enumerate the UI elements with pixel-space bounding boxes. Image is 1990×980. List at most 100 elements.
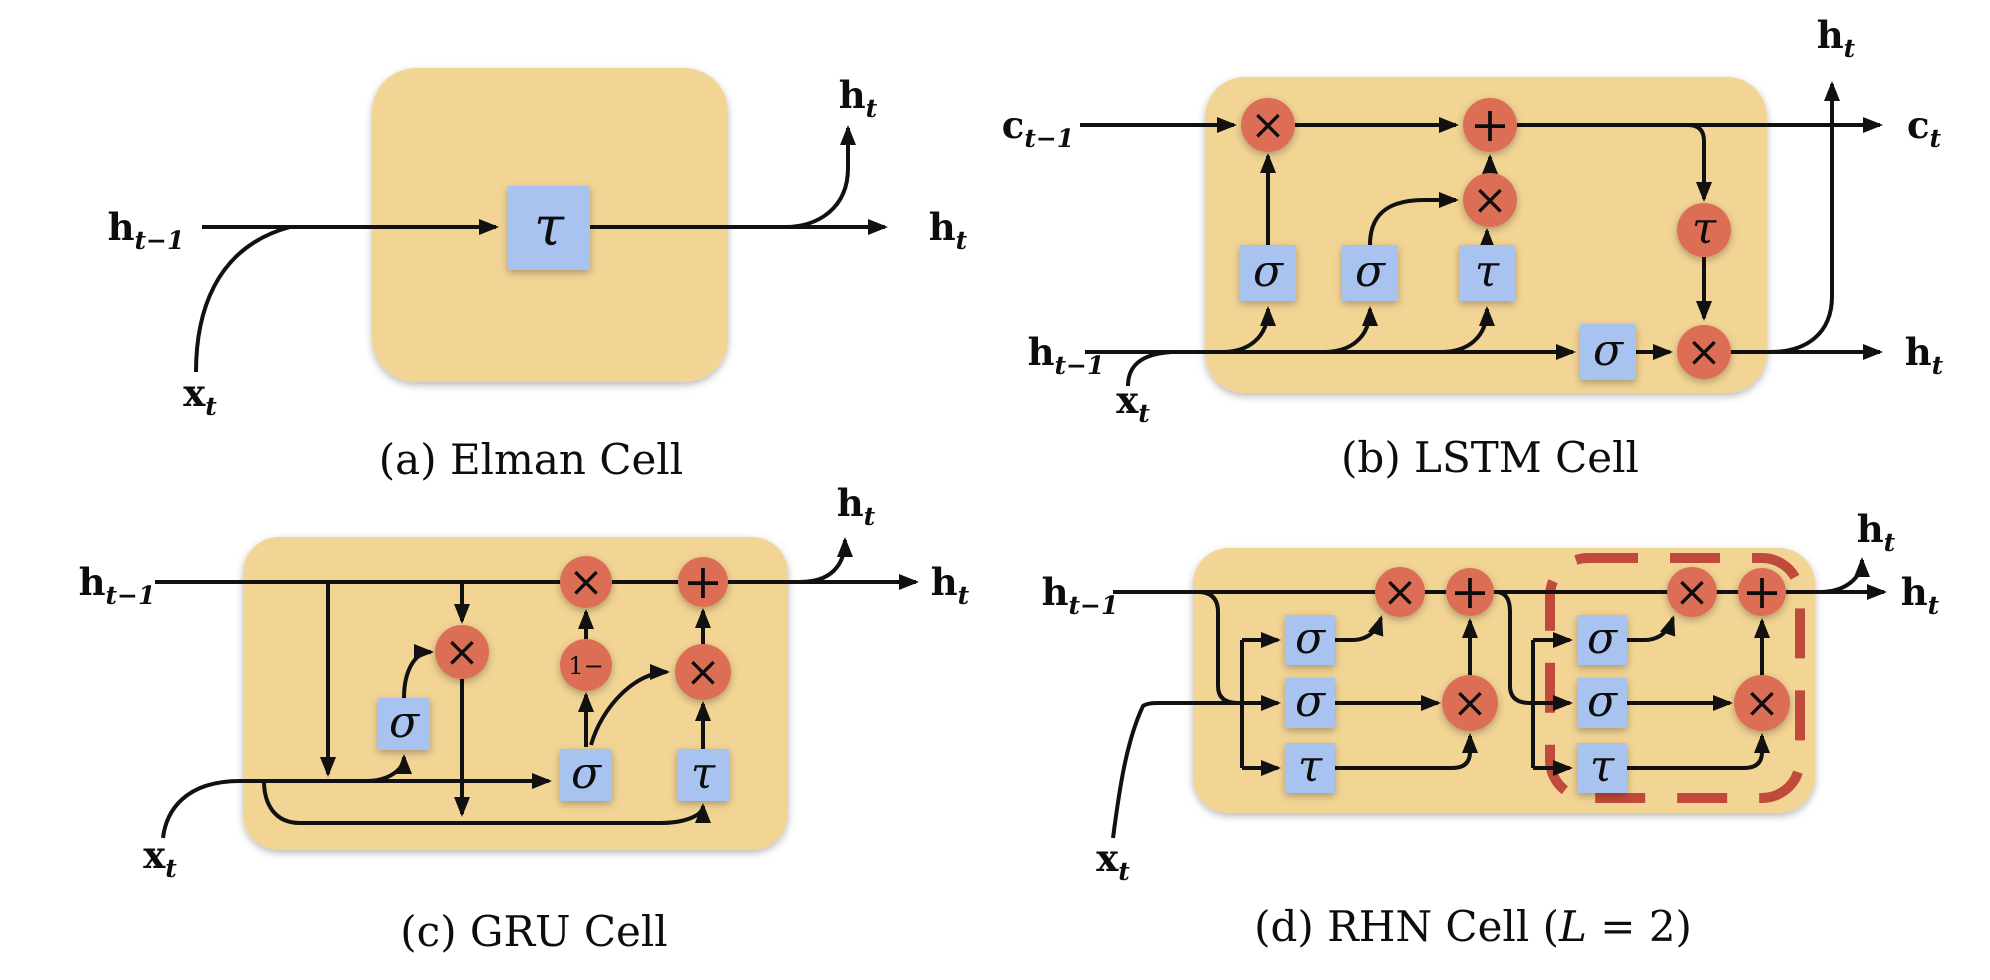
- rhn-io-labels: ht−1 xt ht ht: [1042, 507, 1940, 886]
- rhn-h-out-label: ht: [1901, 570, 1940, 620]
- panel-gru: σ σ τ × + × 1− × ht−1 xt ht ht (c) GRU C…: [79, 481, 970, 956]
- gru-gate-boxes: σ σ τ: [378, 697, 729, 801]
- gru-one-minus-node: [560, 639, 612, 691]
- rhn-l2-carry-sigma-label: σ: [1587, 613, 1619, 664]
- gru-connections: [155, 537, 919, 839]
- rhn-l1-transform-multiply-node: [1442, 675, 1498, 731]
- gru-add-label: +: [683, 554, 723, 610]
- gru-reset-multiply-node: [435, 625, 489, 679]
- lstm-candidate-tau-label: τ: [1475, 246, 1500, 297]
- gru-candidate-multiply-node: [675, 644, 731, 700]
- rhn-l2-multiply-label: ×: [1674, 567, 1709, 616]
- lstm-h-out-top-label: ht: [1817, 13, 1856, 63]
- lstm-output-tau-label: τ: [1692, 203, 1717, 254]
- rhn-l1-transform-sigma-box: [1285, 678, 1335, 728]
- lstm-output-sigma-label: σ: [1593, 325, 1625, 376]
- rhn-l2-transform-sigma-label: σ: [1587, 676, 1619, 727]
- lstm-output-sigma-box: [1580, 324, 1636, 380]
- lstm-x-input-label: xt: [1116, 378, 1150, 428]
- rhn-h-out-top-label: ht: [1857, 507, 1896, 557]
- gru-cell-body: [243, 537, 788, 850]
- lstm-cell-add-node: [1463, 98, 1517, 152]
- rhn-l2-tau-label: τ: [1590, 741, 1615, 792]
- gru-update-multiply-node: [560, 556, 612, 608]
- elman-io-labels: ht−1 xt ht ht: [108, 73, 968, 421]
- lstm-forget-multiply-label: ×: [1250, 100, 1285, 149]
- gru-reset-multiply-label: ×: [444, 627, 479, 676]
- rhn-l1-add-node: [1446, 568, 1494, 616]
- gru-reset-sigma-box: [378, 698, 430, 750]
- lstm-h-prev-label: ht−1: [1028, 330, 1105, 380]
- panel-elman: τ ht−1 xt ht ht (a) Elman Cell: [108, 68, 968, 484]
- lstm-c-prev-label: ct−1: [1002, 103, 1074, 153]
- panel-lstm: σ σ τ σ × + × τ × ct−1 ct ht−1 xt ht ht …: [1002, 13, 1944, 482]
- rhn-l2-transform-multiply-node: [1734, 675, 1790, 731]
- lstm-forget-sigma-box: [1240, 245, 1296, 301]
- elman-h-out-top-label: ht: [839, 73, 878, 123]
- elman-x-input-label: xt: [183, 371, 217, 421]
- gru-one-minus-label: 1−: [568, 652, 603, 680]
- lstm-candidate-tau-box: [1459, 245, 1515, 301]
- elman-h-prev-label: ht−1: [108, 205, 185, 255]
- gru-candidate-multiply-label: ×: [685, 647, 720, 696]
- lstm-io-labels: ct−1 ct ht−1 xt ht ht: [1002, 13, 1944, 428]
- gru-update-multiply-label: ×: [568, 557, 603, 606]
- rhn-l1-carry-sigma-label: σ: [1295, 613, 1327, 664]
- caption-gru: (c) GRU Cell: [400, 907, 667, 956]
- lstm-op-nodes: × + × τ ×: [1241, 97, 1731, 379]
- rhn-gate-boxes: σ σ τ σ σ τ: [1285, 613, 1627, 793]
- gru-h-prev-label: ht−1: [79, 560, 156, 610]
- rhn-op-nodes: × + × × + ×: [1375, 564, 1790, 731]
- rhn-layer2-dashed-outline: [1545, 553, 1805, 803]
- caption-rhn: (d) RHN Cell (L = 2): [1254, 902, 1692, 951]
- rhn-l2-carry-sigma-box: [1577, 615, 1627, 665]
- gru-candidate-tau-box: [677, 749, 729, 801]
- gru-update-sigma-label: σ: [571, 748, 603, 799]
- elman-tau-gate-box: [508, 186, 590, 270]
- elman-connections: [194, 125, 888, 373]
- rhn-l1-transform-sigma-label: σ: [1295, 676, 1327, 727]
- rhn-l2-tau-box: [1577, 743, 1627, 793]
- gru-add-node: [678, 557, 728, 607]
- rhn-l2-multiply-node: [1667, 567, 1717, 617]
- rhn-cell-body: [1193, 548, 1815, 813]
- rhn-l2-transform-multiply-label: ×: [1744, 678, 1779, 727]
- lstm-forget-multiply-node: [1241, 98, 1295, 152]
- panel-rhn: σ σ τ σ σ τ × + × × + × ht−1 xt ht ht: [1042, 507, 1940, 951]
- gru-h-out-label: ht: [931, 560, 970, 610]
- lstm-forget-sigma-label: σ: [1253, 246, 1285, 297]
- lstm-output-tau-node: [1677, 203, 1731, 257]
- lstm-gate-boxes: σ σ τ σ: [1240, 245, 1636, 380]
- gru-op-nodes: × + × 1− ×: [435, 554, 731, 700]
- elman-h-out-label: ht: [929, 205, 968, 255]
- rhn-l1-transform-multiply-label: ×: [1452, 678, 1487, 727]
- rhn-l2-add-label: +: [1742, 564, 1782, 620]
- gru-reset-sigma-label: σ: [389, 697, 421, 748]
- rhn-l1-carry-sigma-box: [1285, 615, 1335, 665]
- gru-h-out-top-label: ht: [837, 481, 876, 531]
- rhn-l1-tau-label: τ: [1298, 741, 1323, 792]
- rhn-l1-multiply-node: [1375, 567, 1425, 617]
- lstm-output-multiply-node: [1677, 325, 1731, 379]
- gru-x-input-label: xt: [143, 833, 177, 883]
- lstm-input-sigma-label: σ: [1355, 246, 1387, 297]
- rhn-l2-transform-sigma-box: [1577, 678, 1627, 728]
- elman-tau-gate-label: τ: [534, 195, 565, 258]
- lstm-connections: [1080, 81, 1883, 387]
- lstm-input-multiply-label: ×: [1472, 175, 1507, 224]
- caption-elman: (a) Elman Cell: [379, 435, 683, 484]
- rhn-x-input-label: xt: [1096, 836, 1130, 886]
- lstm-input-sigma-box: [1342, 245, 1398, 301]
- rhn-l1-add-label: +: [1450, 564, 1490, 620]
- lstm-h-out-label: ht: [1905, 330, 1944, 380]
- rhn-l1-multiply-label: ×: [1382, 567, 1417, 616]
- lstm-c-out-label: ct: [1907, 103, 1942, 153]
- gru-candidate-tau-label: τ: [691, 748, 716, 799]
- rhn-l2-add-node: [1738, 568, 1786, 616]
- caption-lstm: (b) LSTM Cell: [1341, 433, 1639, 482]
- gru-io-labels: ht−1 xt ht ht: [79, 481, 970, 883]
- rhn-l1-tau-box: [1285, 743, 1335, 793]
- lstm-input-multiply-node: [1463, 173, 1517, 227]
